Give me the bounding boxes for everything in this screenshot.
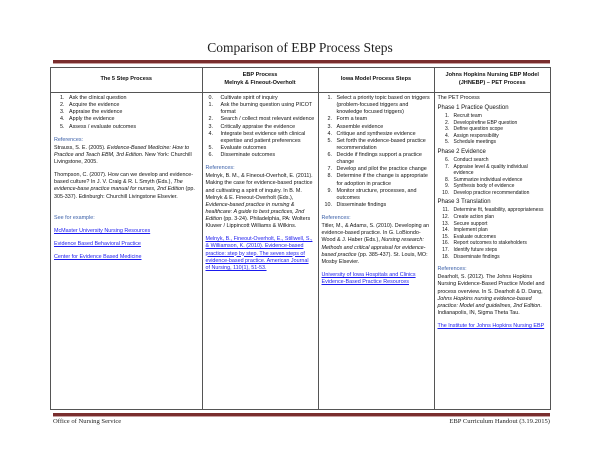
- list-item: 2.Search / collect most relevant evidenc…: [208, 116, 315, 123]
- list-item: Acquire the evidence: [66, 102, 199, 109]
- references-label: References:: [437, 266, 467, 273]
- list-item: Schedule meetings: [451, 139, 548, 146]
- list-item: Ask the clinical question: [66, 95, 199, 102]
- footer-office: Office of Nursing Service: [53, 418, 122, 425]
- list-item: 3.Critically appraise the evidence: [208, 123, 296, 130]
- list-item: Recruit team: [451, 113, 548, 120]
- reference: Titler, M., & Adams, S. (2010). Developi…: [321, 223, 430, 265]
- pet-process-intro: The PET Process: [437, 95, 480, 101]
- phase-3-label: Phase 3 Translation: [437, 199, 491, 206]
- page-title: Comparison of EBP Process Steps: [207, 40, 393, 55]
- melnyk-step-list: 0.Cultivate spirit of inquiry 1.Ask the …: [206, 95, 315, 159]
- list-item: Evaluate outcomes: [451, 234, 548, 241]
- list-item: Assign responsibility: [451, 133, 548, 140]
- list-item: Set forth the evidence-based practice re…: [334, 138, 431, 152]
- cell-johns-hopkins: The PET Process Phase 1 Practice Questio…: [433, 92, 551, 410]
- link-melnyk-ajn[interactable]: Melnyk, B., Fineout-Overholt, E., Stillw…: [205, 236, 313, 271]
- reference: Strauss, S. E. (2005). Evidence-Based Me…: [54, 144, 192, 165]
- phase-3-list: Determine fit, feasibility, appropriaten…: [438, 207, 548, 260]
- list-item: Determine if the change is appropriate f…: [334, 173, 431, 187]
- list-item: Critique and synthesize evidence: [334, 131, 431, 138]
- link-mcmaster[interactable]: McMaster University Nursing Resources: [54, 227, 151, 234]
- reference: Dearholt, S. (2012). The Johns Hopkins N…: [437, 274, 545, 316]
- title-divider: [53, 60, 550, 64]
- list-item: 1.Ask the burning question using PICOT f…: [208, 102, 313, 116]
- list-item: Decide if findings support a practice ch…: [334, 152, 431, 166]
- list-item: Apply the evidence: [66, 116, 199, 123]
- five-step-list: Ask the clinical question Acquire the ev…: [54, 95, 199, 131]
- list-item: Appraise the evidence: [66, 109, 199, 116]
- cell-5-step: Ask the clinical question Acquire the ev…: [50, 92, 203, 410]
- list-item: Define question scope: [451, 126, 548, 133]
- reference: Melnyk, B. M., & Fineout-Overholt, E. (2…: [205, 173, 313, 230]
- references-label: References:: [321, 215, 351, 221]
- list-item: 4.Integrate best evidence with clinical …: [208, 130, 306, 144]
- column-header-5-step: The 5 Step Process: [50, 67, 203, 93]
- phase-1-list: Recruit team Develop/refine EBP question…: [438, 113, 548, 146]
- list-item: Develop and pilot the practice change: [334, 166, 431, 173]
- list-item: 6.Disseminate outcomes: [208, 152, 276, 158]
- list-item: Report outcomes to stakeholders: [451, 240, 548, 247]
- link-uihc-ebp[interactable]: University of Iowa Hospitals and Clinics…: [321, 271, 416, 285]
- iowa-step-list: Select a priority topic based on trigger…: [322, 95, 431, 209]
- list-item: Appraise level & quality individual evid…: [451, 164, 548, 177]
- list-item: Develop/refine EBP question: [451, 120, 548, 127]
- list-item: Assess / evaluate outcomes: [66, 124, 199, 131]
- list-item: Secure support: [451, 221, 548, 228]
- list-item: Determine fit, feasibility, appropriaten…: [451, 207, 548, 214]
- column-header-johns-hopkins: Johns Hopkins Nursing EBP Model(JHNEBP) …: [433, 67, 551, 93]
- list-item: Conduct search: [451, 157, 548, 164]
- link-ebbp[interactable]: Evidence Based Behavioral Practice: [54, 240, 141, 247]
- column-header-iowa: Iowa Model Process Steps: [317, 67, 435, 93]
- list-item: Synthesis body of evidence: [451, 183, 548, 190]
- list-item: Implement plan: [451, 227, 548, 234]
- see-for-example-label: See for example:: [54, 214, 95, 221]
- list-item: Create action plan: [451, 214, 548, 221]
- list-item: 0.Cultivate spirit of inquiry: [208, 95, 278, 101]
- list-item: Form a team: [334, 116, 431, 123]
- references-label: References:: [205, 165, 235, 172]
- list-item: Assemble evidence: [334, 124, 431, 131]
- link-cebm[interactable]: Center for Evidence Based Medicine: [54, 254, 142, 260]
- phase-1-label: Phase 1 Practice Question: [437, 105, 509, 112]
- cell-melnyk: 0.Cultivate spirit of inquiry 1.Ask the …: [201, 92, 319, 410]
- cell-iowa: Select a priority topic based on trigger…: [317, 92, 435, 410]
- references-label: References:: [54, 136, 84, 143]
- list-item: Develop practice recommendation: [451, 190, 548, 197]
- list-item: Disseminate findings: [451, 254, 548, 261]
- list-item: Disseminate findings: [334, 202, 431, 209]
- list-item: Identify future steps: [451, 247, 548, 254]
- phase-2-label: Phase 2 Evidence: [437, 149, 486, 155]
- list-item: 5.Evaluate outcomes: [208, 144, 267, 151]
- link-jh-institute[interactable]: The Institute for Johns Hopkins Nursing …: [437, 323, 545, 329]
- reference: Thompson, C. (2007). How can we develop …: [54, 172, 195, 200]
- list-item: Select a priority topic based on trigger…: [334, 95, 431, 116]
- footer-divider: [53, 413, 550, 417]
- list-item: Monitor structure, processes, and outcom…: [334, 188, 431, 202]
- phase-2-list: Conduct search Appraise level & quality …: [438, 157, 548, 197]
- footer-handout-title: EBP Curriculum Handout (3.19.2015): [449, 418, 550, 425]
- list-item: Summarize individual evidence: [451, 177, 548, 184]
